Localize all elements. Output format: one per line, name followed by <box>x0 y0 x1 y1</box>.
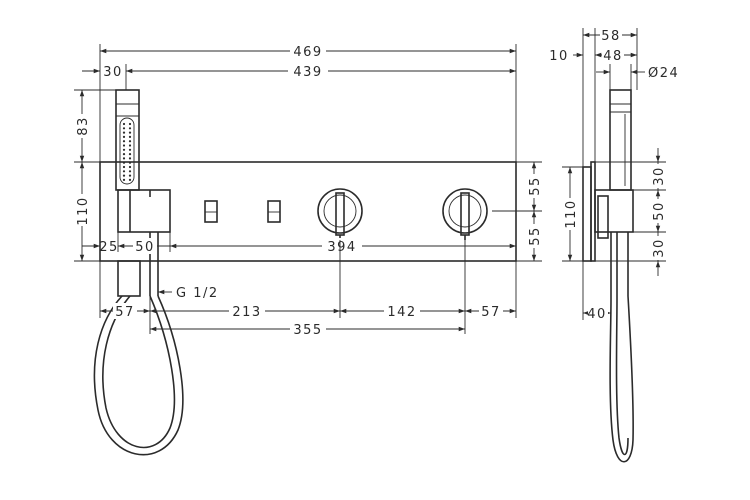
dim-57-left: 57 <box>115 305 135 320</box>
nozzle-dot <box>122 161 126 164</box>
nozzle-dot <box>128 144 132 147</box>
side-dimensions: 58 10 48 Ø24 30 50 30 110 <box>549 27 679 322</box>
nozzle-dot <box>122 131 126 134</box>
side-dim-50: 50 <box>652 201 667 221</box>
dim-142: 142 <box>387 305 416 320</box>
side-dim-48: 48 <box>603 49 623 64</box>
switch-left <box>204 200 218 223</box>
nozzle-dot <box>128 148 132 151</box>
nozzle-dot <box>122 140 126 143</box>
dim-57-right: 57 <box>481 305 501 320</box>
dim-55-bottom: 55 <box>528 226 543 246</box>
front-dimensions: 469 30 439 83 110 25 50 394 G 1/2 <box>74 43 543 338</box>
side-dim-10: 10 <box>549 49 569 64</box>
nozzle-dot <box>122 144 126 147</box>
nozzle-dot <box>128 170 132 173</box>
nozzle-dot <box>128 122 132 126</box>
side-knob <box>597 195 609 239</box>
dim-439: 439 <box>293 65 322 80</box>
side-handshower <box>609 89 632 191</box>
dim-469: 469 <box>293 45 322 60</box>
dim-83: 83 <box>76 116 91 136</box>
dim-25: 25 <box>99 240 119 255</box>
side-dim-30-top: 30 <box>652 166 667 186</box>
side-view <box>582 89 634 463</box>
nozzle-dot <box>122 157 126 160</box>
handshower-head <box>115 89 140 191</box>
nozzle-dot <box>128 174 132 177</box>
front-view <box>93 89 517 456</box>
nozzle-dot <box>122 135 126 138</box>
nozzle-dot <box>128 127 132 130</box>
dim-thread: G 1/2 <box>176 286 219 301</box>
nozzle-dot <box>128 161 132 164</box>
nozzle-dot <box>122 127 126 130</box>
nozzle-dot <box>128 140 132 143</box>
side-dim-58: 58 <box>601 29 621 44</box>
side-dim-110: 110 <box>564 199 579 228</box>
side-hose <box>609 232 634 463</box>
handshower-holder <box>117 189 171 233</box>
dim-110: 110 <box>76 196 91 225</box>
nozzle-dot <box>122 165 126 169</box>
nozzle-dot <box>128 157 132 160</box>
side-dim-30-bottom: 30 <box>652 238 667 258</box>
nozzle-dot <box>122 122 126 126</box>
knob-right <box>442 188 488 240</box>
nozzle-dot <box>122 174 126 177</box>
side-dim-40: 40 <box>587 307 607 322</box>
nozzle-dot <box>128 153 132 156</box>
nozzle-dot <box>128 178 132 181</box>
dim-213: 213 <box>232 305 261 320</box>
nozzle-dot <box>128 165 132 169</box>
nozzle-dot <box>122 178 126 181</box>
dim-394: 394 <box>327 240 356 255</box>
switch-right <box>267 200 281 223</box>
nozzle-dot <box>122 170 126 173</box>
dim-55-top: 55 <box>528 176 543 196</box>
knob-left <box>317 188 363 240</box>
nozzle-dot <box>128 131 132 134</box>
hose <box>93 295 184 456</box>
dim-355: 355 <box>293 323 322 338</box>
side-wall-plate <box>582 166 592 262</box>
side-dim-diameter: Ø24 <box>648 66 679 81</box>
nozzle-dot <box>122 153 126 156</box>
dim-30: 30 <box>103 65 123 80</box>
nozzle-dot <box>122 148 126 151</box>
dim-50: 50 <box>135 240 155 255</box>
wall-panel <box>99 161 517 262</box>
nozzle-dot <box>128 135 132 138</box>
